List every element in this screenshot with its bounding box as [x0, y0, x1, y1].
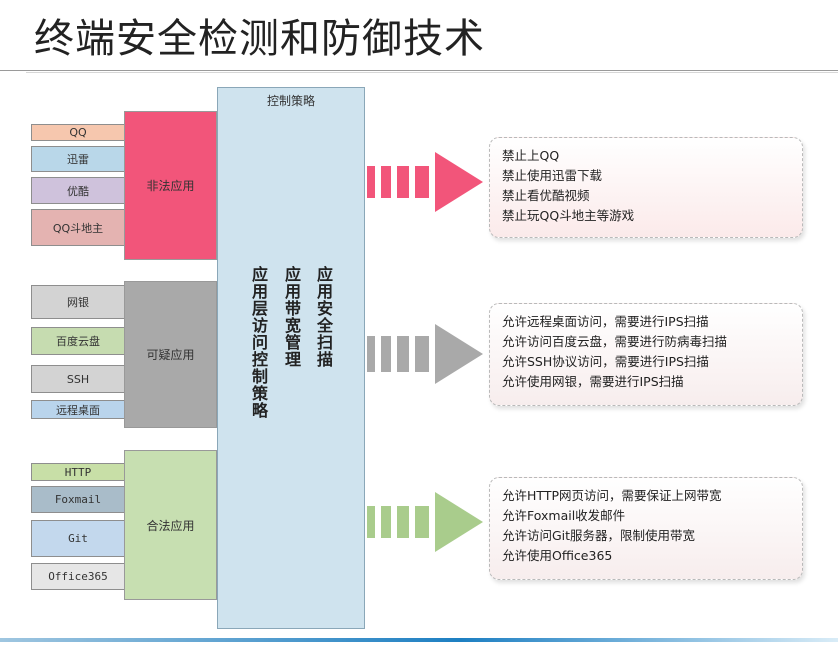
- policy-app-bandwidth: 应用带宽管理: [282, 266, 301, 368]
- arrow-right-icon-suspicious: [367, 324, 483, 384]
- app-box-baidu-cloud: 百度云盘: [31, 327, 125, 355]
- note-suspicious-rules: 允许远程桌面访问，需要进行IPS扫描 允许访问百度云盘，需要进行防病毒扫描 允许…: [489, 303, 803, 406]
- note-legal-rules: 允许HTTP网页访问，需要保证上网带宽 允许Foxmail收发邮件 允许访问Gi…: [489, 477, 803, 580]
- app-box-remote-desktop: 远程桌面: [31, 400, 125, 419]
- category-legal-apps: 合法应用: [124, 450, 217, 600]
- note-line: 允许HTTP网页访问，需要保证上网带宽: [502, 488, 722, 503]
- app-box-online-banking: 网银: [31, 285, 125, 319]
- title-divider: [0, 70, 838, 71]
- note-line: 禁止上QQ: [502, 148, 560, 163]
- note-line: 禁止使用迅雷下载: [502, 168, 603, 183]
- app-box-qq: QQ: [31, 124, 125, 141]
- arrow-right-icon-legal: [367, 492, 483, 552]
- app-box-http: HTTP: [31, 463, 125, 481]
- note-illegal-rules: 禁止上QQ 禁止使用迅雷下载 禁止看优酷视频 禁止玩QQ斗地主等游戏: [489, 137, 803, 238]
- title-divider-shadow: [26, 72, 838, 73]
- category-suspicious-apps: 可疑应用: [124, 281, 217, 428]
- note-line: 禁止看优酷视频: [502, 188, 590, 203]
- note-line: 允许访问百度云盘，需要进行防病毒扫描: [502, 334, 728, 349]
- note-line: 允许使用网银，需要进行IPS扫描: [502, 374, 684, 389]
- policy-app-access-control: 应用层访问控制策略: [249, 266, 268, 419]
- app-box-office365: Office365: [31, 563, 125, 590]
- app-box-foxmail: Foxmail: [31, 486, 125, 513]
- control-policy-title: 控制策略: [266, 94, 315, 108]
- note-line: 允许远程桌面访问，需要进行IPS扫描: [502, 314, 709, 329]
- app-box-xunlei: 迅雷: [31, 146, 125, 172]
- arrow-right-icon-illegal: [367, 152, 483, 212]
- category-illegal-apps: 非法应用: [124, 111, 217, 260]
- note-line: 允许Foxmail收发邮件: [502, 508, 626, 523]
- note-line: 允许SSH协议访问，需要进行IPS扫描: [502, 354, 709, 369]
- page-title: 终端安全检测和防御技术: [34, 16, 485, 62]
- control-policy-panel: 控制策略 应用层访问控制策略 应用带宽管理 应用安全扫描: [217, 87, 365, 629]
- footer-accent-bar: [0, 638, 838, 642]
- note-line: 允许使用Office365: [502, 548, 613, 563]
- app-box-qq-doudizhu: QQ斗地主: [31, 209, 125, 246]
- policy-app-security-scan: 应用安全扫描: [314, 266, 333, 368]
- app-box-git: Git: [31, 520, 125, 557]
- note-line: 禁止玩QQ斗地主等游戏: [502, 208, 635, 223]
- app-box-youku: 优酷: [31, 177, 125, 204]
- app-box-ssh: SSH: [31, 365, 125, 393]
- note-line: 允许访问Git服务器，限制使用带宽: [502, 528, 696, 543]
